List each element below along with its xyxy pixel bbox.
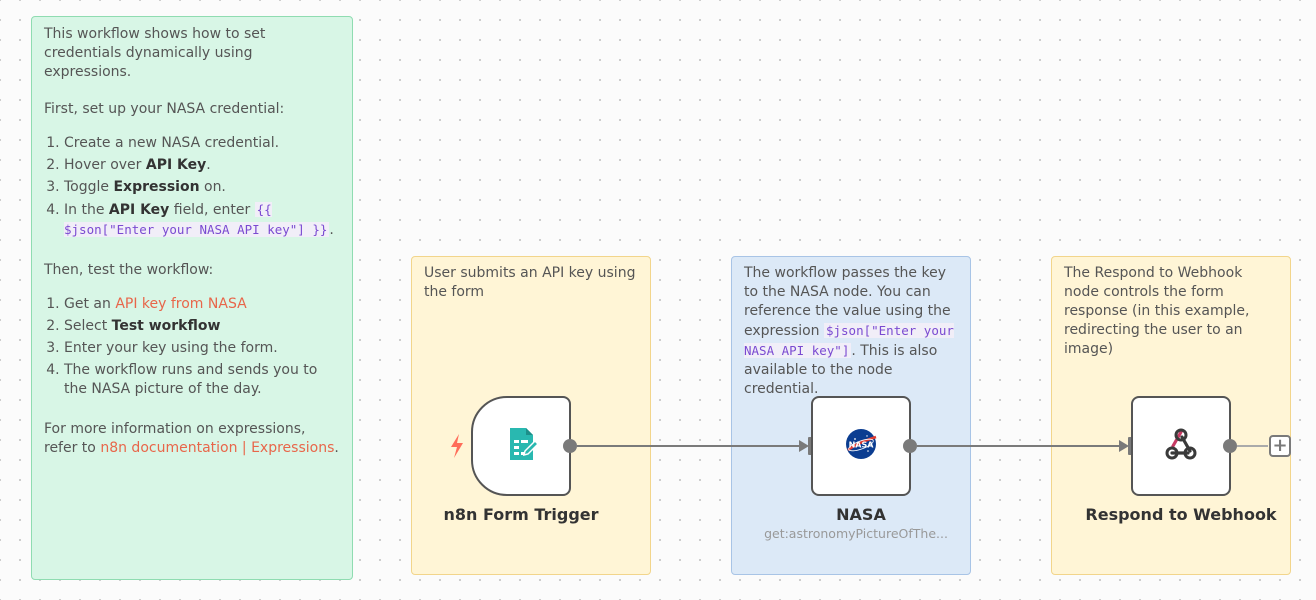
connection-line[interactable] [577, 445, 801, 447]
step-bold: API Key [145, 157, 207, 173]
connection-stub [1237, 445, 1268, 447]
step-bold: Expression [113, 179, 200, 195]
add-node-button[interactable]: + [1269, 435, 1291, 457]
step-text: Get an [64, 296, 116, 312]
step-text: Enter your key using the form. [64, 340, 278, 356]
trigger-bolt-icon [448, 433, 466, 459]
step-text: Create a new NASA credential. [64, 135, 280, 151]
intro-text: This workflow shows how to set credentia… [44, 26, 266, 80]
setup-heading: First, set up your NASA credential: [44, 101, 285, 117]
step-text: Select [64, 318, 112, 334]
node-subtitle: get:astronomyPictureOfThe... [764, 526, 948, 541]
output-handle[interactable] [563, 439, 577, 453]
step-text: . [329, 222, 334, 238]
step-text: Toggle [64, 179, 114, 195]
sticky-note-instructions[interactable]: This workflow shows how to set credentia… [31, 16, 353, 580]
form-note-text: User submits an API key using the form [424, 265, 636, 300]
node-label: n8n Form Trigger [443, 505, 599, 524]
expressions-docs-link[interactable]: n8n documentation | Expressions [100, 440, 335, 456]
arrow-head-icon [1119, 440, 1129, 452]
list-item: Create a new NASA credential. [64, 134, 340, 153]
output-handle[interactable] [1223, 439, 1237, 453]
step-text: on. [199, 179, 226, 195]
node-respond-to-webhook[interactable] [1131, 396, 1231, 496]
nasa-api-link[interactable]: API key from NASA [115, 296, 247, 312]
note-text: The workflow passes the key to the NASA … [744, 265, 951, 339]
respond-note-text: The Respond to Webhook node controls the… [1064, 265, 1250, 357]
list-item: Hover over API Key. [64, 156, 340, 175]
sticky-note-nasa[interactable]: The workflow passes the key to the NASA … [731, 256, 971, 575]
note-text: . This is also available to the node cre… [744, 343, 938, 397]
test-heading: Then, test the workflow: [44, 262, 214, 278]
list-item: Get an API key from NASA [64, 295, 340, 314]
step-text: In the [64, 202, 109, 218]
step-text: The workflow runs and sends you to the N… [64, 362, 318, 397]
list-item: In the API Key field, enter {{ $json["En… [64, 200, 340, 240]
node-label: NASA [836, 505, 886, 524]
webhook-icon [1162, 425, 1200, 467]
nasa-logo-icon: NASA [844, 427, 878, 465]
node-nasa[interactable]: NASA [811, 396, 911, 496]
output-handle[interactable] [903, 439, 917, 453]
step-text: Hover over [64, 157, 146, 173]
more-info-text: For more information on expressions, ref… [44, 420, 340, 458]
step-bold: Test workflow [111, 318, 221, 334]
list-item: Enter your key using the form. [64, 339, 340, 358]
list-item: Select Test workflow [64, 317, 340, 336]
form-icon [501, 424, 541, 468]
list-item: Toggle Expression on. [64, 178, 340, 197]
more-text: For more information on expressions, ref… [44, 421, 306, 456]
test-steps: Get an API key from NASA Select Test wor… [44, 295, 340, 399]
nasa-note-text: The workflow passes the key to the NASA … [744, 264, 958, 399]
node-label: Respond to Webhook [1085, 505, 1277, 524]
step-text: field, enter [169, 202, 255, 218]
step-bold: API Key [108, 202, 170, 218]
step-text: . [206, 157, 211, 173]
plus-icon: + [1272, 435, 1288, 456]
node-form-trigger[interactable] [471, 396, 571, 496]
list-item: The workflow runs and sends you to the N… [64, 361, 340, 399]
setup-steps: Create a new NASA credential. Hover over… [44, 134, 340, 240]
arrow-head-icon [799, 440, 809, 452]
svg-text:NASA: NASA [849, 441, 875, 450]
connection-line[interactable] [917, 445, 1121, 447]
more-text: . [334, 440, 339, 456]
